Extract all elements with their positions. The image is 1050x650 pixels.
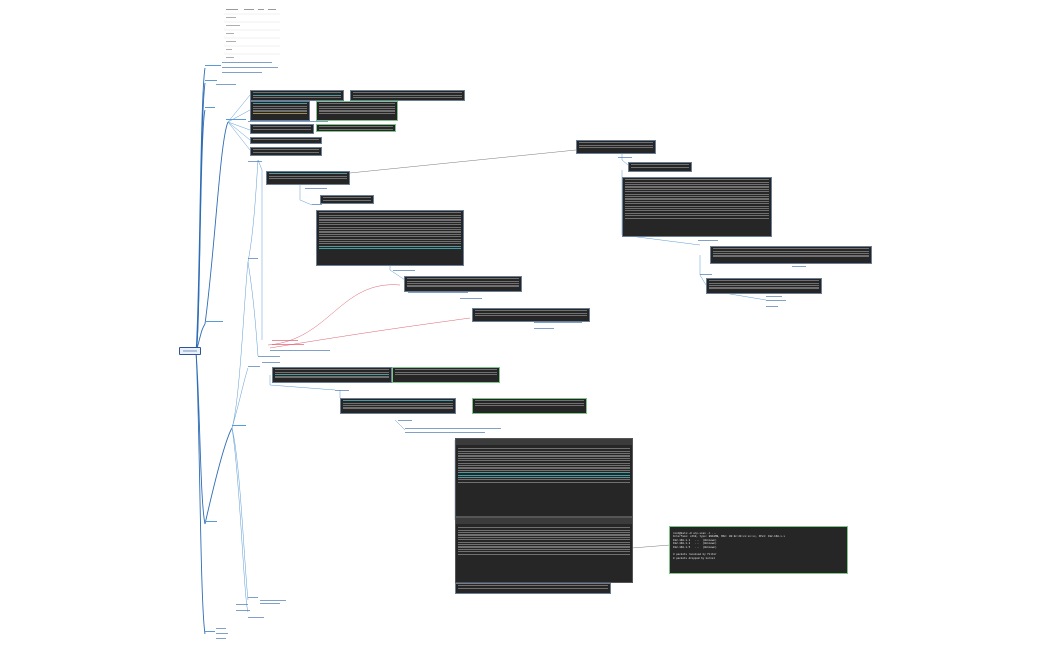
note-line — [216, 84, 236, 86]
terminal-line: root@kali:~# arp-scan -l ... — [673, 531, 717, 535]
note-line — [393, 270, 415, 272]
terminal-line: 3 packets received by filter — [673, 553, 717, 557]
note-line — [248, 597, 258, 599]
terminal-screenshot — [250, 124, 314, 134]
terminal-screenshot — [250, 101, 310, 121]
window-titlebar — [456, 518, 632, 524]
terminal-screenshot — [340, 398, 456, 414]
terminal-line: 192.168.1.5 ... (Unknown) — [673, 545, 717, 549]
note-line — [258, 356, 280, 358]
branch-node-8[interactable] — [232, 425, 246, 426]
note-line — [248, 258, 258, 260]
window-screenshot — [455, 438, 633, 517]
branch-node-5[interactable] — [205, 521, 217, 522]
terminal-screenshot — [392, 367, 500, 383]
note-line — [236, 604, 248, 606]
note-line — [270, 350, 330, 352]
branch-node-1[interactable] — [205, 65, 221, 66]
note-line — [534, 328, 554, 330]
note-line — [766, 306, 778, 308]
note-line — [766, 300, 786, 302]
branch-node-4[interactable] — [205, 321, 223, 322]
terminal-screenshot — [316, 101, 398, 121]
note-line — [405, 432, 485, 434]
note-line — [618, 157, 632, 159]
terminal-screenshot — [250, 90, 344, 101]
note-line — [534, 322, 582, 324]
branch-node-3[interactable] — [205, 107, 215, 108]
terminal-screenshot — [272, 367, 392, 383]
note-line — [408, 292, 468, 294]
note-line — [260, 600, 286, 602]
terminal-screenshot — [455, 583, 611, 594]
note-line — [248, 366, 260, 368]
note-line — [272, 344, 304, 346]
note-line — [248, 161, 262, 163]
note-line — [248, 121, 328, 123]
top-table — [224, 9, 280, 58]
terminal-screenshot — [404, 276, 522, 292]
terminal-screenshot — [472, 308, 590, 322]
terminal-line: 0 packets dropped by kernel — [673, 556, 716, 560]
sub-branches — [227, 94, 767, 613]
note-line — [398, 420, 412, 422]
terminal-screenshot — [316, 124, 396, 132]
terminal-screenshot — [472, 398, 587, 414]
note-line — [236, 610, 250, 612]
terminal-screenshot — [710, 246, 872, 264]
terminal-line: 192.168.1.1 ... (Unknown) — [673, 538, 717, 542]
main-branches — [195, 67, 233, 635]
note-line — [222, 62, 272, 64]
note-line — [222, 67, 278, 69]
note-line — [700, 274, 712, 276]
note-line — [216, 633, 228, 635]
note-line — [312, 204, 322, 206]
note-line — [222, 72, 262, 74]
note-line — [272, 340, 298, 342]
note-line — [262, 362, 280, 364]
note-line — [260, 603, 280, 605]
scan-output-terminal: root@kali:~# arp-scan -l ... Interface: … — [669, 526, 848, 574]
terminal-line: 192.168.1.2 ... (Unknown) — [673, 542, 717, 546]
branch-node-6[interactable] — [205, 631, 215, 632]
note-line — [698, 240, 718, 242]
terminal-screenshot — [622, 177, 772, 237]
terminal-line: Interface: eth0, type: EN10MB, MAC: 00:0… — [673, 535, 786, 539]
note-line — [766, 296, 782, 298]
branch-node-7[interactable] — [226, 119, 246, 120]
window-titlebar — [456, 439, 632, 445]
terminal-screenshot — [628, 162, 692, 172]
terminal-screenshot — [250, 147, 322, 156]
terminal-screenshot — [350, 90, 465, 101]
terminal-screenshot — [320, 195, 374, 204]
note-line — [216, 638, 226, 640]
note-line — [216, 628, 226, 630]
window-screenshot — [455, 517, 633, 583]
note-line — [248, 617, 264, 619]
terminal-screenshot — [316, 210, 464, 266]
note-line — [460, 298, 482, 300]
terminal-screenshot — [266, 171, 350, 185]
note-line — [792, 266, 806, 268]
root-node[interactable]: XXXXXXX — [179, 347, 202, 355]
note-line — [305, 188, 327, 190]
terminal-screenshot — [576, 140, 656, 154]
branch-node-2[interactable] — [205, 80, 217, 81]
note-line — [335, 390, 349, 392]
note-line — [405, 428, 501, 430]
terminal-screenshot — [250, 137, 322, 144]
terminal-screenshot — [706, 278, 822, 294]
